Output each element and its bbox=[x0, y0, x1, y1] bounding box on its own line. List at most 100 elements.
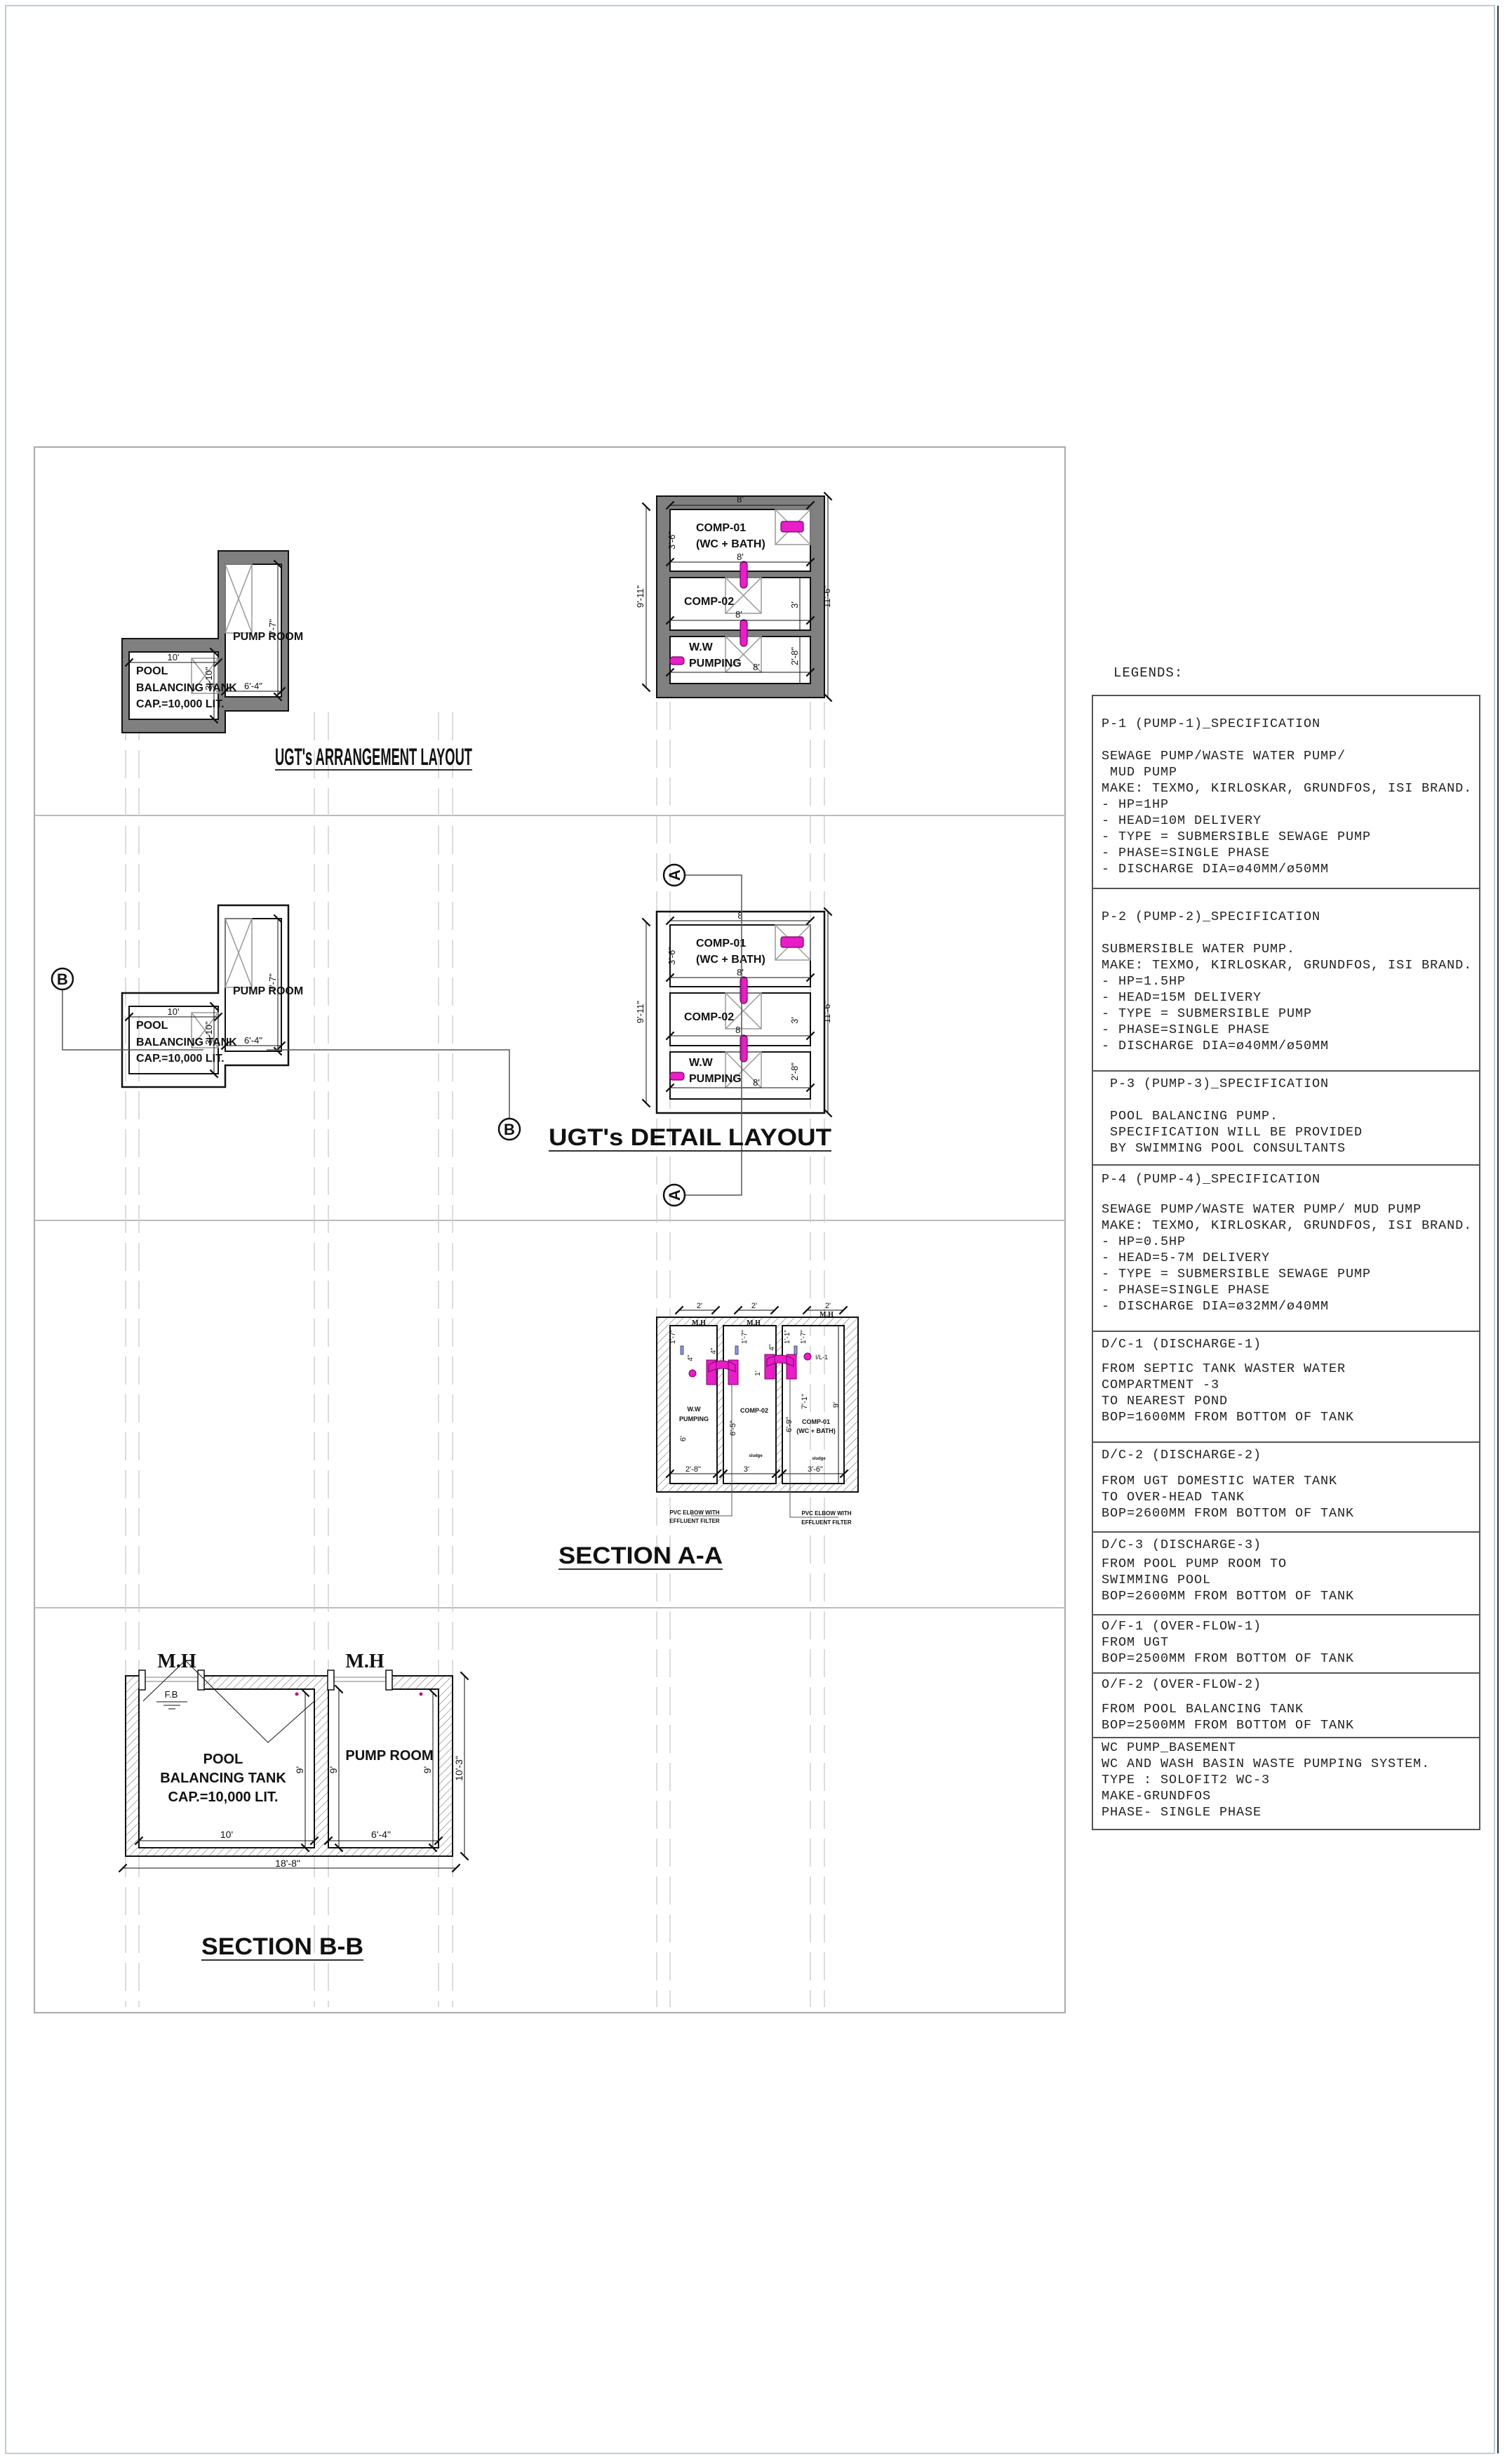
legend-heading: O/F-2 (OVER-FLOW-2) bbox=[1102, 1677, 1262, 1692]
dim-top: 8 bbox=[737, 910, 742, 921]
legend-line: BOP=2600MM FROM BOTTOM OF TANK bbox=[1102, 1506, 1355, 1521]
legend-heading: P-3 (PUMP-3)_SPECIFICATION bbox=[1102, 1077, 1330, 1091]
pipe-icon bbox=[688, 1352, 812, 1385]
manhole-label: M.H bbox=[345, 1651, 384, 1672]
legend-heading: D/C-3 (DISCHARGE-3) bbox=[1102, 1538, 1262, 1552]
pool-capacity: CAP.=10,000 LIT. bbox=[168, 1790, 279, 1805]
legend-line: MAKE: TEXMO, KIRLOSKAR, GRUNDFOS, ISI BR… bbox=[1102, 958, 1473, 973]
legend-line: SEWAGE PUMP/WASTE WATER PUMP/ bbox=[1102, 749, 1346, 764]
legend-line: MUD PUMP bbox=[1102, 765, 1178, 780]
dim-c3: 8' bbox=[753, 1077, 760, 1088]
dim-c1-h: 3'-6" bbox=[667, 531, 677, 549]
dim-overall-r: 11'-6" bbox=[822, 585, 832, 608]
dim-top: 1'-1" bbox=[784, 1330, 791, 1344]
dim-pool-width: 10' bbox=[168, 1006, 180, 1017]
pool-capacity: CAP.=10,000 LIT. bbox=[136, 1053, 225, 1065]
pool-label: POOL bbox=[203, 1752, 243, 1767]
legend-line: TYPE : SOLOFIT2 WC-3 bbox=[1102, 1773, 1271, 1787]
legend-heading: P-4 (PUMP-4)_SPECIFICATION bbox=[1102, 1172, 1321, 1187]
legend-line: TO OVER-HEAD TANK bbox=[1102, 1490, 1245, 1505]
legend-line: - TYPE = SUBMERSIBLE PUMP bbox=[1102, 1006, 1313, 1021]
comp02-label: COMP-02 bbox=[740, 1407, 768, 1414]
dim-overall-v: 9'-11" bbox=[635, 1001, 645, 1024]
dim-c1-height: 7'-1" bbox=[801, 1394, 809, 1409]
comp01-label: COMP-01 bbox=[802, 1418, 830, 1425]
legend-line: PHASE- SINGLE PHASE bbox=[1102, 1805, 1262, 1820]
ww-label: W.W bbox=[688, 1406, 701, 1413]
legend-row: D/C-1 (DISCHARGE-1)FROM SEPTIC TANK WAST… bbox=[1093, 1332, 1479, 1443]
legend-row: P-3 (PUMP-3)_SPECIFICATION POOL BALANCIN… bbox=[1093, 1072, 1479, 1166]
dim-total-width: 18'-8" bbox=[275, 1858, 300, 1869]
legend-line: - DISCHARGE DIA=ø40MM/ø50MM bbox=[1102, 1039, 1330, 1053]
pvc-elbow-note: EFFLUENT FILTER bbox=[801, 1519, 852, 1526]
legend-row: D/C-2 (DISCHARGE-2)FROM UGT DOMESTIC WAT… bbox=[1093, 1443, 1479, 1533]
legend-line: WC AND WASH BASIN WASTE PUMPING SYSTEM. bbox=[1102, 1757, 1431, 1771]
dim-c1: 8' bbox=[737, 967, 744, 978]
legend-line: FROM POOL PUMP ROOM TO bbox=[1102, 1557, 1287, 1571]
section-bb: M.H M.H F.B POOL BALANCING TANK CAP.=10,… bbox=[118, 1651, 469, 1961]
dim-pump-length: 7'-7" bbox=[267, 619, 278, 637]
manhole-label: M.H bbox=[157, 1651, 196, 1672]
legend-line: - DISCHARGE DIA=ø40MM/ø50MM bbox=[1102, 862, 1330, 877]
legend-table: P-1 (PUMP-1)_SPECIFICATION SEWAGE PUMP/WA… bbox=[1092, 695, 1480, 1830]
legend-line: - PHASE=SINGLE PHASE bbox=[1102, 846, 1271, 860]
dim-ww-width: 2'-8" bbox=[685, 1465, 701, 1474]
legend-heading: D/C-2 (DISCHARGE-2) bbox=[1102, 1448, 1262, 1462]
dim-c2: 8' bbox=[735, 1025, 742, 1035]
legend-line: BOP=1600MM FROM BOTTOM OF TANK bbox=[1102, 1410, 1355, 1425]
dim-total-height: 9' bbox=[832, 1402, 841, 1408]
dim-pump-width: 6'-4" bbox=[244, 1035, 262, 1046]
dim-4in: 4" bbox=[768, 1344, 776, 1351]
pipe-icon bbox=[669, 521, 804, 665]
dim-c2-h: 3' bbox=[789, 601, 800, 608]
dim-4in: 4" bbox=[710, 1347, 718, 1354]
legend-line: SUBMERSIBLE WATER PUMP. bbox=[1102, 942, 1296, 957]
comp01-sub-label: (WC + BATH) bbox=[796, 1427, 836, 1434]
pump-room-label: PUMP ROOM bbox=[233, 631, 303, 643]
section-marker-b: B bbox=[504, 1121, 515, 1138]
dim-pool-width: 10' bbox=[220, 1829, 233, 1840]
legend-line: SWIMMING POOL bbox=[1102, 1573, 1212, 1587]
manhole-label: M.H bbox=[819, 1311, 834, 1319]
dim-height: 9' bbox=[294, 1766, 305, 1773]
dim-total-height: 10'-3" bbox=[453, 1756, 464, 1781]
legend-row: P-2 (PUMP-2)_SPECIFICATION SUBMERSIBLE WA… bbox=[1093, 889, 1479, 1072]
dim-ww-height: 6' bbox=[679, 1436, 688, 1441]
legend-line: - HP=1.5HP bbox=[1102, 974, 1186, 989]
comp02-label: COMP-02 bbox=[684, 1011, 734, 1023]
sheet-frame bbox=[5, 5, 1499, 2454]
legend-line: - PHASE=SINGLE PHASE bbox=[1102, 1022, 1271, 1037]
legend-line: SEWAGE PUMP/WASTE WATER PUMP/ MUD PUMP bbox=[1102, 1202, 1422, 1217]
dim-1ft: 1' bbox=[754, 1371, 762, 1376]
legend-row: O/F-2 (OVER-FLOW-2)FROM POOL BALANCING T… bbox=[1093, 1674, 1479, 1738]
freeboard-label: F.B bbox=[165, 1689, 178, 1700]
pvc-elbow-note: PVC ELBOW WITH bbox=[669, 1510, 719, 1516]
dim-c2-width: 3' bbox=[744, 1465, 749, 1474]
detail-layout: POOL BALANCING TANK CAP.=10,000 LIT. PUM… bbox=[51, 863, 833, 1207]
legend-line: MAKE-GRUNDFOS bbox=[1102, 1789, 1212, 1804]
dim-c3: 8' bbox=[753, 662, 760, 672]
legend-line: - TYPE = SUBMERSIBLE SEWAGE PUMP bbox=[1102, 1267, 1372, 1281]
legend-line: BOP=2500MM FROM BOTTOM OF TANK bbox=[1102, 1651, 1355, 1666]
legend-heading: P-2 (PUMP-2)_SPECIFICATION bbox=[1102, 909, 1321, 924]
dim-mh: 2' bbox=[825, 1302, 831, 1310]
dim-overall-r: 11'-6" bbox=[822, 1001, 832, 1024]
comp02-label: COMP-02 bbox=[684, 596, 734, 608]
dim-top: 1'-7" bbox=[800, 1330, 808, 1344]
sludge-label: sludge bbox=[812, 1457, 826, 1461]
legend-heading: P-1 (PUMP-1)_SPECIFICATION bbox=[1102, 717, 1321, 731]
legend-line: MAKE: TEXMO, KIRLOSKAR, GRUNDFOS, ISI BR… bbox=[1102, 781, 1473, 796]
dim-height: 9' bbox=[422, 1766, 433, 1773]
dim-pump-width: 6'-4" bbox=[371, 1829, 391, 1840]
section-aa-title: SECTION A-A bbox=[558, 1542, 723, 1569]
pool-capacity: CAP.=10,000 LIT. bbox=[136, 698, 225, 710]
legend-line: POOL BALANCING PUMP. bbox=[1102, 1109, 1279, 1124]
legend-line: COMPARTMENT -3 bbox=[1102, 1378, 1220, 1392]
section-marker-a: A bbox=[666, 1189, 683, 1201]
manhole-label: M.H bbox=[747, 1319, 761, 1327]
inlet-label: I/L-1 bbox=[815, 1354, 828, 1361]
dim-c2-height: 6'-5" bbox=[729, 1420, 737, 1436]
legend-line: - DISCHARGE DIA=ø32MM/ø40MM bbox=[1102, 1299, 1330, 1314]
dim-top: 1'-7" bbox=[741, 1330, 749, 1344]
legend-line: - TYPE = SUBMERSIBLE SEWAGE PUMP bbox=[1102, 829, 1372, 844]
